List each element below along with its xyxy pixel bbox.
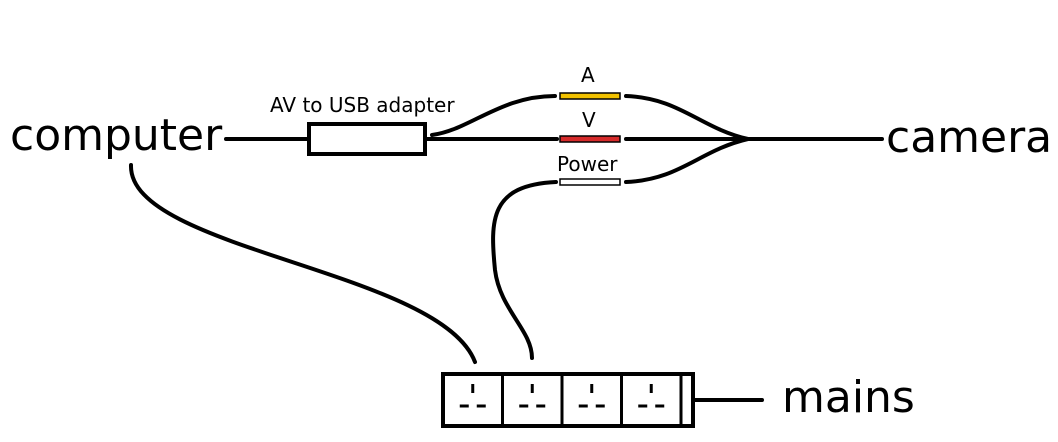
adapter-label: AV to USB adapter: [270, 93, 455, 117]
computer-label: computer: [10, 110, 223, 161]
av-to-usb-adapter: [307, 122, 427, 156]
audio-plug: [559, 92, 621, 100]
video-plug: [559, 135, 621, 143]
power-socket: [501, 374, 546, 426]
mains-label: mains: [782, 372, 915, 423]
power-to-strip-wire: [491, 180, 558, 360]
power-socket: [620, 374, 665, 426]
power-socket: [459, 384, 486, 408]
power-strip-body: [441, 372, 695, 428]
computer-to-strip-wire: [128, 163, 477, 364]
camera-label: camera: [886, 112, 1052, 163]
adapter-to-audio-wire: [430, 94, 557, 137]
power-plug: [559, 178, 621, 186]
power-strip: [441, 372, 764, 428]
power-label: Power: [557, 152, 618, 176]
video-label: V: [582, 108, 596, 132]
audio-to-camera-wire: [624, 94, 750, 141]
power-to-camera-wire: [624, 137, 750, 184]
audio-label: A: [581, 63, 595, 87]
power-socket: [560, 374, 605, 426]
